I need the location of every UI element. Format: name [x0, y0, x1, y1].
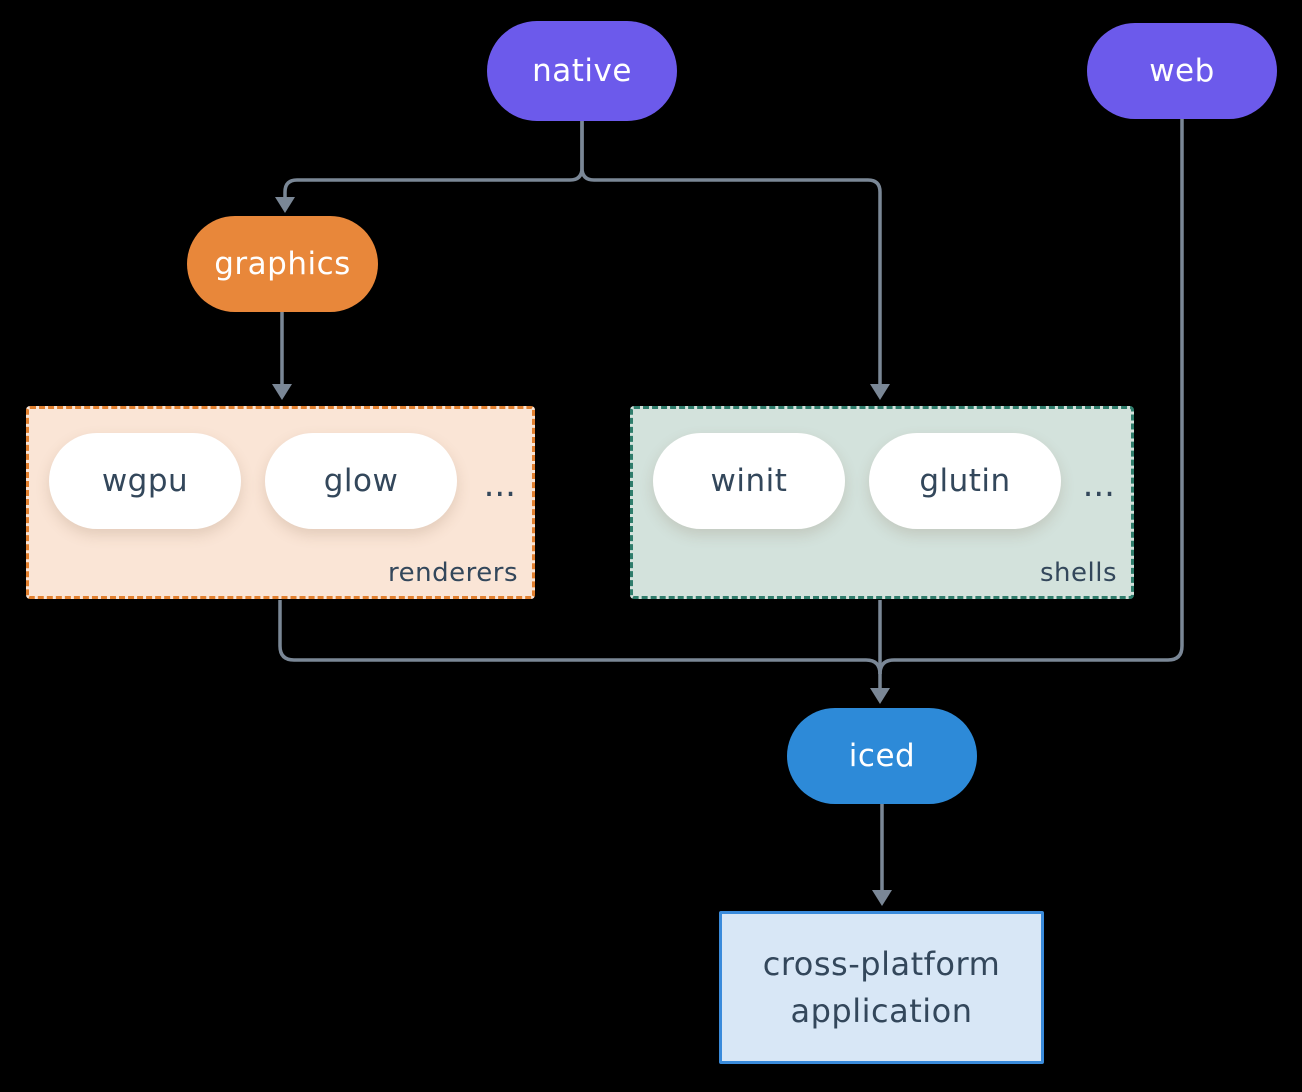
connector-native-to-graphics: [283, 121, 584, 198]
application-label-line1: cross-platform: [762, 944, 1001, 983]
group-renderers: wgpu glow ... renderers: [26, 406, 535, 599]
node-glow: glow: [265, 433, 457, 529]
renderers-ellipsis: ...: [483, 465, 516, 505]
node-native: native: [487, 21, 677, 121]
connector-native-to-shells: [580, 121, 882, 384]
arrowhead-renderers-top: [272, 384, 292, 400]
connector-renderers-to-iced: [278, 600, 882, 675]
node-graphics: graphics: [187, 216, 378, 312]
arrowhead-graphics: [275, 197, 295, 213]
shells-group-label: shells: [1039, 558, 1117, 588]
renderers-group-label: renderers: [388, 558, 518, 588]
node-winit: winit: [653, 433, 845, 529]
node-graphics-label: graphics: [214, 246, 351, 282]
node-cross-platform-application: cross-platform application: [719, 911, 1044, 1064]
node-web: web: [1087, 23, 1277, 119]
node-winit-label: winit: [710, 463, 788, 499]
node-wgpu: wgpu: [49, 433, 241, 529]
arrowhead-application: [872, 890, 892, 906]
application-label-line2: application: [790, 991, 973, 1030]
arrowhead-iced: [870, 688, 890, 704]
node-native-label: native: [532, 53, 632, 89]
node-wgpu-label: wgpu: [101, 463, 189, 499]
node-iced: iced: [787, 708, 977, 804]
node-web-label: web: [1149, 53, 1215, 89]
arrowhead-shells-top: [870, 384, 890, 400]
node-glutin: glutin: [869, 433, 1061, 529]
shells-ellipsis: ...: [1082, 465, 1115, 505]
node-iced-label: iced: [848, 738, 916, 774]
node-glutin-label: glutin: [919, 463, 1011, 499]
node-glow-label: glow: [323, 463, 399, 499]
group-shells: winit glutin ... shells: [630, 406, 1134, 599]
